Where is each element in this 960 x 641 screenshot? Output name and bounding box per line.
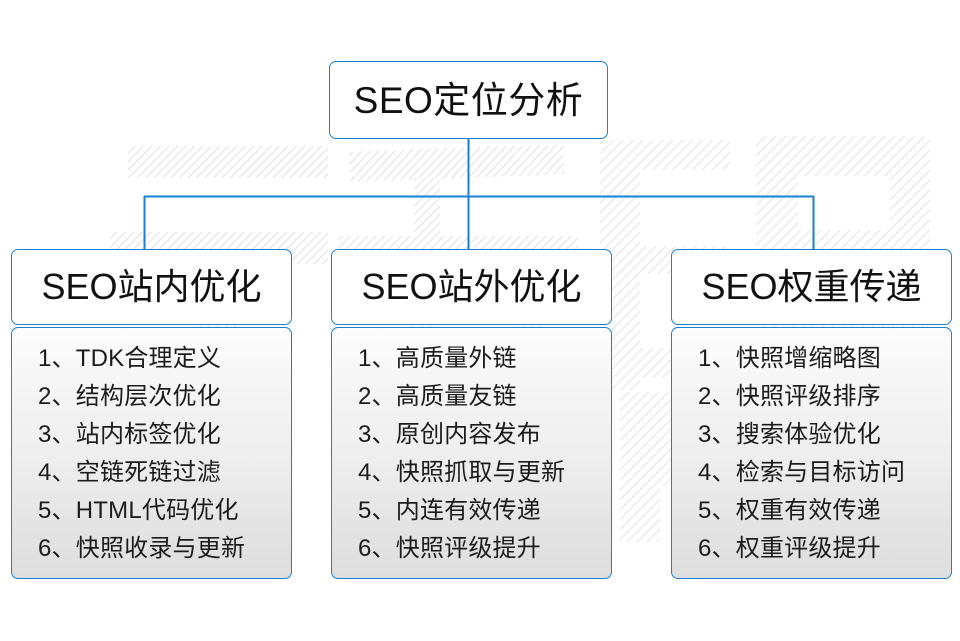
list-item[interactable]: 6、快照收录与更新 [38, 530, 291, 568]
list-item-text: 高质量友链 [395, 383, 517, 410]
list-item-text: HTML代码优化 [75, 497, 239, 524]
list-item-number: 3、 [358, 421, 396, 448]
list-item-text: 高质量外链 [395, 345, 517, 372]
list-item[interactable]: 2、高质量友链 [358, 378, 611, 416]
list-item[interactable]: 3、搜索体验优化 [698, 416, 951, 454]
branch-body-1: 1、TDK合理定义 2、结构层次优化 3、站内标签优化 4、空链死链过滤 5、H… [11, 327, 292, 579]
list-item[interactable]: 1、快照增缩略图 [698, 340, 951, 378]
list-item-number: 6、 [698, 535, 736, 562]
list-item-text: 检索与目标访问 [735, 459, 906, 486]
list-item[interactable]: 6、权重评级提升 [698, 530, 951, 568]
list-item-text: 空链死链过滤 [75, 459, 221, 486]
list-item-text: TDK合理定义 [75, 345, 222, 372]
list-item-text: 快照收录与更新 [75, 535, 246, 562]
list-item[interactable]: 5、HTML代码优化 [38, 492, 291, 530]
branch-column-3: SEO权重传递 1、快照增缩略图 2、快照评级排序 3、搜索体验优化 4、检索与… [671, 249, 952, 579]
list-item[interactable]: 5、权重有效传递 [698, 492, 951, 530]
list-item[interactable]: 3、站内标签优化 [38, 416, 291, 454]
list-item-number: 5、 [358, 497, 396, 524]
list-item-number: 5、 [698, 497, 736, 524]
list-item[interactable]: 1、高质量外链 [358, 340, 611, 378]
list-item[interactable]: 2、快照评级排序 [698, 378, 951, 416]
list-item-number: 4、 [358, 459, 396, 486]
branch-body-2: 1、高质量外链 2、高质量友链 3、原创内容发布 4、快照抓取与更新 5、内连有… [331, 327, 612, 579]
list-item-number: 2、 [38, 383, 76, 410]
branch-header-1[interactable]: SEO站内优化 [11, 249, 292, 325]
item-list-3: 1、快照增缩略图 2、快照评级排序 3、搜索体验优化 4、检索与目标访问 5、权… [672, 340, 951, 568]
list-item-number: 2、 [358, 383, 396, 410]
root-node[interactable]: SEO定位分析 [329, 61, 608, 139]
list-item-text: 快照评级排序 [735, 383, 881, 410]
branch-body-3: 1、快照增缩略图 2、快照评级排序 3、搜索体验优化 4、检索与目标访问 5、权… [671, 327, 952, 579]
list-item-number: 1、 [698, 345, 736, 372]
branch-header-3[interactable]: SEO权重传递 [671, 249, 952, 325]
list-item-number: 6、 [358, 535, 396, 562]
list-item-text: 快照评级提升 [395, 535, 541, 562]
branch-column-2: SEO站外优化 1、高质量外链 2、高质量友链 3、原创内容发布 4、快照抓取与… [331, 249, 612, 579]
list-item-number: 3、 [698, 421, 736, 448]
list-item-text: 内连有效传递 [395, 497, 541, 524]
list-item[interactable]: 3、原创内容发布 [358, 416, 611, 454]
list-item[interactable]: 4、检索与目标访问 [698, 454, 951, 492]
list-item-text: 结构层次优化 [75, 383, 221, 410]
list-item-number: 4、 [38, 459, 76, 486]
list-item-text: 搜索体验优化 [735, 421, 881, 448]
list-item-text: 站内标签优化 [75, 421, 221, 448]
branch-header-label-3: SEO权重传递 [701, 266, 922, 307]
list-item[interactable]: 6、快照评级提升 [358, 530, 611, 568]
list-item-text: 快照抓取与更新 [395, 459, 566, 486]
branch-column-1: SEO站内优化 1、TDK合理定义 2、结构层次优化 3、站内标签优化 4、空链… [11, 249, 292, 579]
list-item[interactable]: 2、结构层次优化 [38, 378, 291, 416]
list-item[interactable]: 5、内连有效传递 [358, 492, 611, 530]
item-list-2: 1、高质量外链 2、高质量友链 3、原创内容发布 4、快照抓取与更新 5、内连有… [332, 340, 611, 568]
branch-header-label-1: SEO站内优化 [41, 266, 262, 307]
list-item-number: 2、 [698, 383, 736, 410]
list-item[interactable]: 4、快照抓取与更新 [358, 454, 611, 492]
list-item[interactable]: 1、TDK合理定义 [38, 340, 291, 378]
list-item-text: 原创内容发布 [395, 421, 541, 448]
item-list-1: 1、TDK合理定义 2、结构层次优化 3、站内标签优化 4、空链死链过滤 5、H… [12, 340, 291, 568]
list-item-text: 权重评级提升 [735, 535, 881, 562]
branch-header-2[interactable]: SEO站外优化 [331, 249, 612, 325]
list-item-text: 权重有效传递 [735, 497, 881, 524]
list-item-number: 5、 [38, 497, 76, 524]
list-item-number: 1、 [358, 345, 396, 372]
list-item-number: 3、 [38, 421, 76, 448]
list-item-number: 4、 [698, 459, 736, 486]
list-item-text: 快照增缩略图 [735, 345, 881, 372]
branch-header-label-2: SEO站外优化 [361, 266, 582, 307]
root-node-label: SEO定位分析 [353, 79, 584, 121]
list-item[interactable]: 4、空链死链过滤 [38, 454, 291, 492]
list-item-number: 6、 [38, 535, 76, 562]
list-item-number: 1、 [38, 345, 76, 372]
